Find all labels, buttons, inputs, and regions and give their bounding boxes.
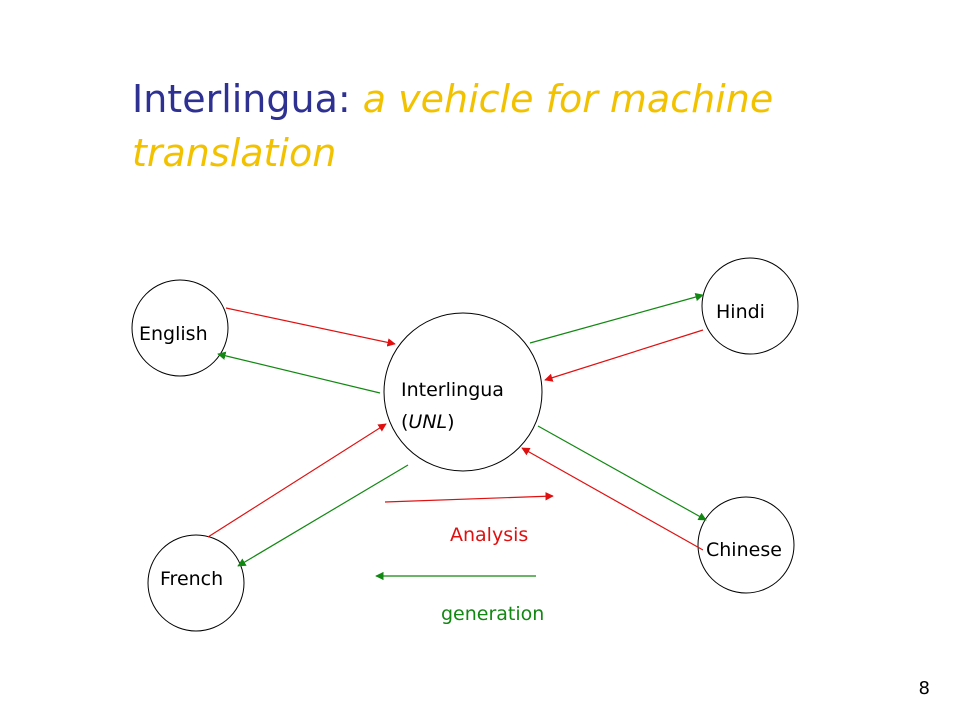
english-node <box>131 279 229 377</box>
arrow-hindi-analysis <box>544 329 704 382</box>
interlingua-node <box>383 312 543 472</box>
french-node <box>147 534 245 632</box>
slide-title: Interlingua: a vehicle for machine trans… <box>132 72 892 180</box>
legend-analysis-arrow <box>384 492 554 503</box>
unl-paren-close: ) <box>447 411 454 433</box>
arrow-chinese-analysis <box>521 447 704 551</box>
arrow-french-generation <box>237 464 409 567</box>
arrow-hindi-generation <box>529 292 704 344</box>
unl-text: UNL <box>408 411 447 433</box>
arrow-chinese-generation <box>537 425 707 521</box>
interlingua-unl-label: (UNL) <box>401 411 455 433</box>
hindi-node <box>701 257 799 355</box>
french-label: French <box>160 568 223 590</box>
chinese-node <box>697 496 795 594</box>
chinese-label: Chinese <box>706 539 782 561</box>
legend-analysis-label: Analysis <box>450 524 528 546</box>
arrow-english-generation <box>217 351 381 394</box>
interlingua-label: Interlingua <box>401 379 504 401</box>
unl-paren-open: ( <box>401 411 408 433</box>
title-main: Interlingua: <box>132 77 351 121</box>
hindi-label: Hindi <box>716 301 765 323</box>
legend-generation-label: generation <box>441 603 544 625</box>
page-number: 8 <box>918 678 930 699</box>
english-label: English <box>139 323 208 345</box>
arrow-english-analysis <box>225 307 396 347</box>
arrow-french-analysis <box>207 423 387 538</box>
title-subtitle: a vehicle for machine translation <box>132 77 774 175</box>
